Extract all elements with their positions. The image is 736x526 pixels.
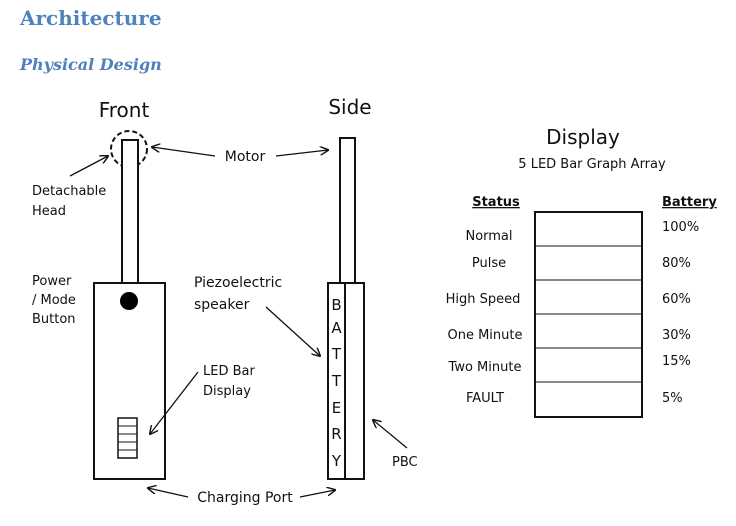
led-bar-arrow	[150, 371, 199, 434]
battery-letter: E	[332, 399, 341, 417]
status-list: Normal Pulse High Speed One Minute Two M…	[446, 229, 523, 406]
battery-letter: R	[331, 425, 341, 443]
battery-item: 100%	[662, 220, 699, 235]
battery-vertical-text: B A T T E R Y	[331, 296, 342, 470]
display-title: Display	[546, 125, 620, 149]
side-label: Side	[328, 95, 371, 119]
power-button-label-line1: Power	[32, 274, 72, 289]
status-header: Status	[472, 195, 520, 210]
battery-letter: T	[331, 345, 342, 363]
battery-item: 80%	[662, 256, 691, 271]
piezo-label-line1: Piezoelectric	[194, 275, 282, 291]
charging-port-arrow-left	[148, 488, 189, 498]
power-button-label-line2: / Mode	[32, 293, 76, 308]
battery-letter: A	[331, 319, 342, 337]
power-button-label-line3: Button	[32, 312, 76, 327]
motor-arrow-right	[275, 150, 328, 157]
led-bar-label-line2: Display	[203, 384, 251, 399]
subsection-heading: Physical Design	[20, 55, 162, 74]
status-item: Two Minute	[448, 360, 522, 375]
front-label: Front	[99, 98, 150, 122]
power-mode-button	[120, 292, 138, 310]
battery-header: Battery	[662, 195, 717, 210]
piezo-arrow	[265, 306, 320, 356]
detachable-head-label-line1: Detachable	[32, 184, 106, 199]
status-item: One Minute	[447, 328, 522, 343]
front-led-bar-display	[117, 417, 138, 459]
battery-list: 100% 80% 60% 30% 15% 5%	[662, 220, 699, 406]
detachable-head-arrow	[69, 156, 108, 177]
side-shaft	[339, 137, 356, 284]
status-item: Pulse	[472, 256, 506, 271]
battery-item: 30%	[662, 328, 691, 343]
battery-item: 5%	[662, 391, 683, 406]
led-bar-label-line1: LED Bar	[203, 364, 255, 379]
charging-port-label: Charging Port	[197, 490, 293, 506]
status-item: Normal	[465, 229, 512, 244]
battery-letter: Y	[331, 452, 342, 470]
battery-item: 15%	[662, 354, 691, 369]
pbc-arrow	[373, 420, 408, 449]
led-bar-graph-array	[534, 211, 643, 418]
battery-letter: T	[331, 372, 342, 390]
pbc-label: PBC	[392, 455, 418, 470]
motor-arrow-left	[152, 147, 216, 157]
status-item: High Speed	[446, 292, 521, 307]
display-subtitle: 5 LED Bar Graph Array	[518, 157, 666, 172]
battery-item: 60%	[662, 292, 691, 307]
piezo-label-line2: speaker	[194, 297, 250, 313]
status-item: FAULT	[466, 391, 504, 406]
side-body-pbc-section	[344, 282, 365, 480]
front-shaft	[121, 139, 139, 284]
section-heading: Architecture	[20, 6, 162, 30]
detachable-head-label-line2: Head	[32, 204, 66, 219]
battery-letter: B	[331, 296, 341, 314]
charging-port-arrow-right	[299, 490, 335, 498]
motor-label: Motor	[225, 149, 266, 165]
